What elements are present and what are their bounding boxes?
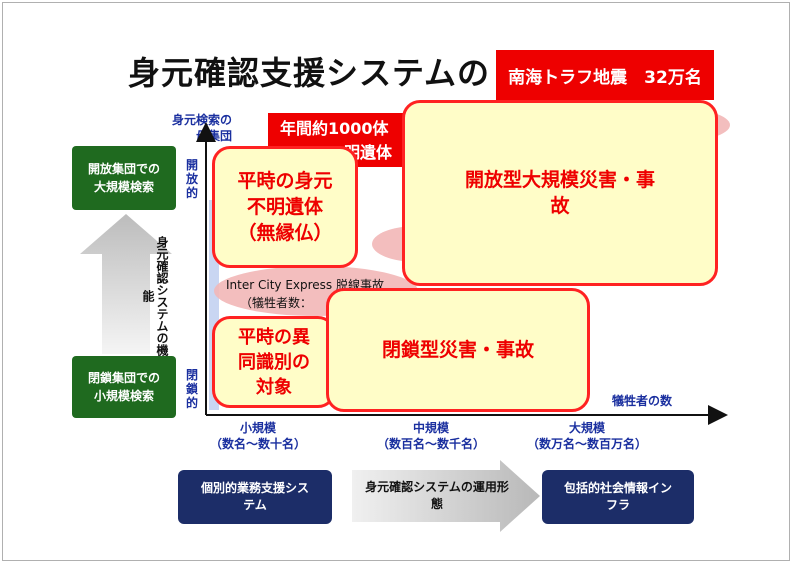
closed-group-search-box: 閉鎖集団での小規模検索 [72,356,176,418]
x-tick-large: 大規模 （数万名～数百万名） [512,420,662,452]
open-large-disaster-box: 開放型大規模災害・事故 [402,100,718,286]
peacetime-identify-text: 平時の異同識別の対象 [238,326,310,398]
peacetime-unidentified-box: 平時の身元不明遺体（無縁仏） [212,146,358,268]
annual-stat-line1: 年間約1000体 [280,119,389,138]
inter-city-line2: （犠牲者数： [240,296,313,310]
x-tick-small-label: 小規模 [239,421,276,435]
y-axis-closed-label: 閉鎖的 [186,368,199,410]
x-axis-title: 犠牲者の数 [612,394,673,408]
individual-support-system-box: 個別的業務支援システム [178,470,332,524]
x-tick-small-range: （数名～数十名） [209,437,306,451]
x-tick-large-label: 大規模 [568,421,605,435]
y-axis-title-line1: 身元検索の [172,113,233,127]
open-large-disaster-text: 開放型大規模災害・事故 [464,169,655,217]
open-group-search-box: 開放集団での大規模検索 [72,146,176,210]
individual-support-system-text: 個別的業務支援システム [200,481,309,512]
operation-form-text: 身元確認システムの運用形態 [365,480,509,511]
operation-form-label: 身元確認システムの運用形態 [362,479,512,513]
peacetime-unidentified-text: 平時の身元不明遺体（無縁仏） [237,170,333,244]
x-tick-medium-range: （数百名～数千名） [376,437,485,451]
axis-shade [209,200,219,410]
closed-disaster-text: 閉鎖型災害・事故 [381,339,534,361]
x-tick-medium-label: 中規模 [412,421,449,435]
social-info-infra-text: 包括的社会情報インフラ [563,481,672,512]
x-tick-large-range: （数万名～数百万名） [526,437,647,451]
right-arrow-icon [352,460,540,532]
slide-title: 身元確認支援システムの [128,54,491,92]
up-arrow-icon [80,214,172,354]
y-axis-open-label: 開放的 [186,158,199,200]
x-tick-small: 小規模 （数名～数十名） [198,420,318,452]
system-function-label: 身元確認システムの機能 [141,236,169,356]
peacetime-identify-box: 平時の異同識別の対象 [212,316,336,408]
x-tick-medium: 中規模 （数百名～数千名） [366,420,496,452]
open-group-search-text: 開放集団での大規模検索 [87,162,160,194]
social-info-infra-box: 包括的社会情報インフラ [542,470,694,524]
nankai-trough-callout: 南海トラフ地震 32万名 [496,50,714,100]
closed-group-search-text: 閉鎖集団での小規模検索 [87,371,160,403]
closed-disaster-box: 閉鎖型災害・事故 [326,288,590,412]
